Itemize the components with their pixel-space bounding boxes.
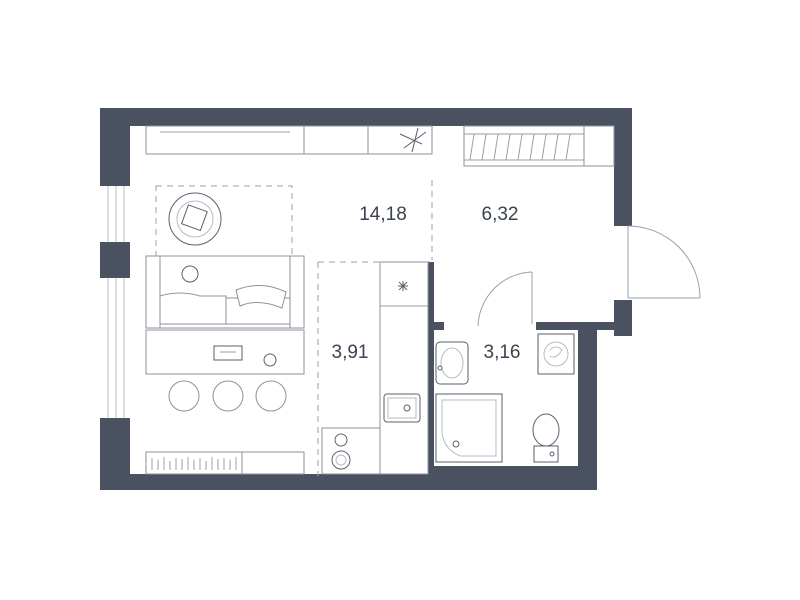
area-labels: 14,18 6,32 3,91 3,16 — [332, 204, 521, 363]
entrance-door — [627, 225, 701, 299]
area-label-kitchen: 3,91 — [332, 342, 369, 363]
chairs — [168, 380, 287, 412]
plant-icon — [399, 127, 427, 153]
stove-icon — [331, 433, 351, 470]
area-label-hall: 6,32 — [482, 204, 519, 225]
shower-icon — [435, 393, 503, 463]
kitchen-counter — [321, 261, 429, 475]
area-label-bathroom: 3,16 — [484, 342, 521, 363]
top-cabinets — [145, 125, 433, 155]
walls — [100, 108, 632, 490]
toilet-icon — [532, 413, 560, 463]
rug-with-table — [168, 192, 222, 246]
area-label-living: 14,18 — [359, 204, 407, 225]
washing-machine-icon — [537, 333, 575, 375]
bookshelf — [145, 451, 305, 475]
bathroom-door — [477, 271, 533, 327]
hall-wardrobe — [463, 125, 615, 167]
window-bottom — [100, 278, 130, 418]
desk — [145, 329, 305, 375]
sofa — [145, 255, 305, 329]
window-top — [100, 186, 130, 242]
washbasin-icon — [435, 341, 469, 385]
sink-icon — [383, 393, 421, 423]
bathroom-fixtures — [435, 333, 575, 463]
snowflake-icon — [398, 281, 408, 291]
